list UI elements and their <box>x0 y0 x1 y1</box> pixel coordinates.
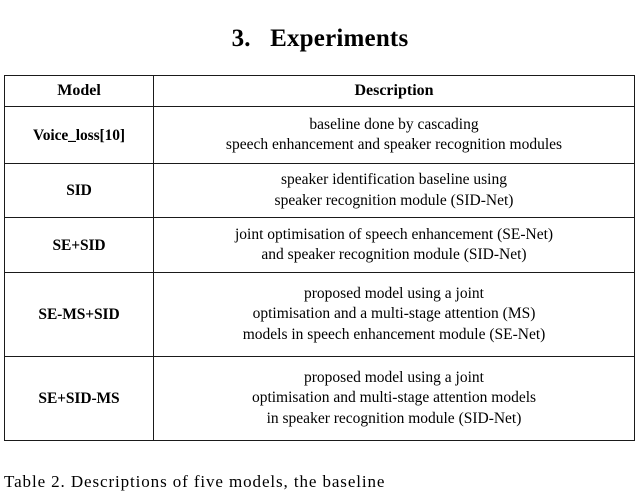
cell-model-name: Voice_loss[10] <box>4 106 154 164</box>
description-line: optimisation and a multi-stage attention… <box>252 305 536 323</box>
table-row: SID speaker identification baseline usin… <box>4 163 635 218</box>
cell-model-name: SE+SID <box>4 217 154 273</box>
table-header: Model Description <box>4 75 635 107</box>
table-row: Voice_loss[10] baseline done by cascadin… <box>4 106 635 164</box>
table-row: SE+SID-MS proposed model using a joint o… <box>4 356 635 441</box>
description-line: in speaker recognition module (SID-Net) <box>266 409 522 427</box>
column-header-model: Model <box>4 75 154 107</box>
description-line: models in speech enhancement module (SE-… <box>242 325 546 343</box>
table-body: Voice_loss[10] baseline done by cascadin… <box>4 106 635 441</box>
cell-model-name: SE+SID-MS <box>4 356 154 441</box>
table-header-row: Model Description <box>4 75 635 107</box>
table-row: SE+SID joint optimisation of speech enha… <box>4 217 635 273</box>
cell-model-description: speaker identification baseline using sp… <box>153 163 635 218</box>
column-header-description: Description <box>153 75 635 107</box>
cell-model-description: joint optimisation of speech enhancement… <box>153 217 635 273</box>
description-line: speech enhancement and speaker recogniti… <box>225 136 563 153</box>
description-line: and speaker recognition module (SID-Net) <box>261 246 527 263</box>
description-line: joint optimisation of speech enhancement… <box>234 225 554 243</box>
table-caption: Table 2. Descriptions of five models, th… <box>4 472 386 491</box>
table-row: SE-MS+SID proposed model using a joint o… <box>4 272 635 357</box>
cell-model-name: SID <box>4 163 154 218</box>
description-line: baseline done by cascading <box>309 115 479 133</box>
model-description-table: Model Description Voice_loss[10] baselin… <box>4 75 635 441</box>
description-line: proposed model using a joint <box>304 368 484 386</box>
description-line: proposed model using a joint <box>304 284 484 302</box>
cell-model-description: baseline done by cascading speech enhanc… <box>153 106 635 164</box>
section-heading: 3. Experiments <box>231 24 409 52</box>
cell-model-description: proposed model using a joint optimisatio… <box>153 272 635 357</box>
description-line: speaker recognition module (SID-Net) <box>274 191 514 209</box>
cell-model-description: proposed model using a joint optimisatio… <box>153 356 635 441</box>
model-description-table-wrapper: Model Description Voice_loss[10] baselin… <box>4 75 635 441</box>
description-line: optimisation and multi-stage attention m… <box>251 389 537 407</box>
cell-model-name: SE-MS+SID <box>4 272 154 357</box>
description-line: speaker identification baseline using <box>281 171 507 188</box>
